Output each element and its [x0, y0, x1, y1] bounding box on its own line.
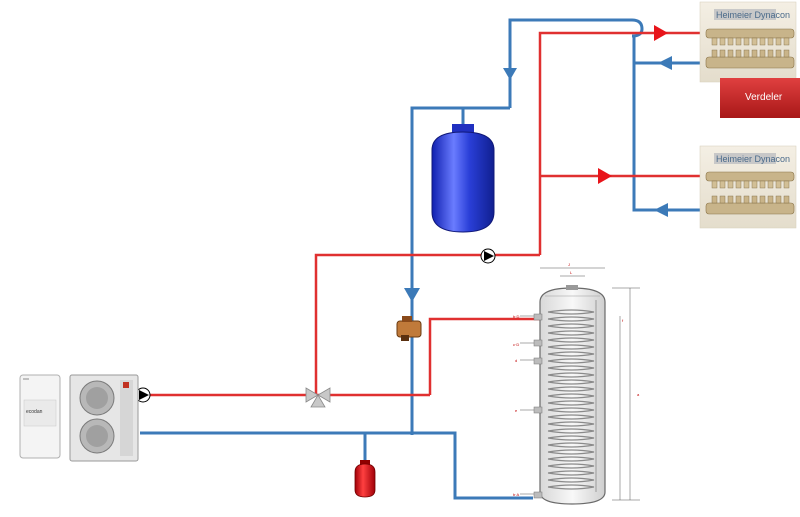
tank-dim-top: J [568, 262, 570, 267]
outdoor-unit [69, 374, 139, 462]
return-pipe-bottom [140, 431, 533, 500]
tank-dim-height: a [637, 392, 640, 397]
indoor-brand: ecodan [26, 409, 43, 415]
return-pipes [140, 18, 700, 500]
return-pipe-bend [631, 18, 644, 38]
manifold-1: Heimeier Dynacon [699, 1, 797, 83]
tank-dim-conn-1: b·D [513, 314, 520, 319]
tank-dim-conn-2: c·D [513, 342, 519, 347]
tank-dim-conn-6: b·A [513, 492, 520, 497]
manifold-1-label: Heimeier Dynacon [716, 10, 790, 20]
buffer-vessel [431, 124, 495, 233]
manifold-2-label: Heimeier Dynacon [716, 154, 790, 164]
mixing-valve-icon [396, 316, 422, 341]
tank-coil [547, 309, 595, 490]
return-header [632, 36, 652, 212]
expansion-vessel-icon [354, 460, 376, 498]
manifold-1-valves [711, 37, 790, 58]
supply-pipes [148, 31, 706, 397]
verdeler-label: Verdeler [745, 92, 783, 103]
arrow-right-supply-2 [598, 168, 612, 184]
arrow-left-return-1 [658, 56, 672, 70]
indoor-unit: ecodan [19, 374, 61, 459]
tank-dim-top-inner: L [570, 270, 573, 275]
circulation-pump-icon [480, 248, 496, 264]
manifold-2: Heimeier Dynacon [699, 145, 797, 229]
tank-coil-feed [428, 317, 540, 395]
supply-pump-line [314, 253, 540, 395]
manifold-2-valves [711, 180, 790, 204]
hot-water-tank: J L a f b·D c·D d e b·A [513, 262, 640, 505]
tank-dim-conn-4: e [515, 408, 518, 413]
supply-riser [538, 31, 640, 255]
arrow-left-return-2 [654, 203, 668, 217]
flow-arrows [404, 25, 672, 302]
three-way-valve-icon [305, 387, 331, 408]
tank-dim-side: f [622, 318, 624, 323]
arrow-down-return-mid [404, 288, 420, 302]
arrow-right-supply-1 [654, 25, 668, 41]
tank-dim-conn-3: d [515, 358, 517, 363]
verdeler-block: Verdeler [720, 78, 800, 118]
arrow-down-return-top [503, 68, 517, 80]
